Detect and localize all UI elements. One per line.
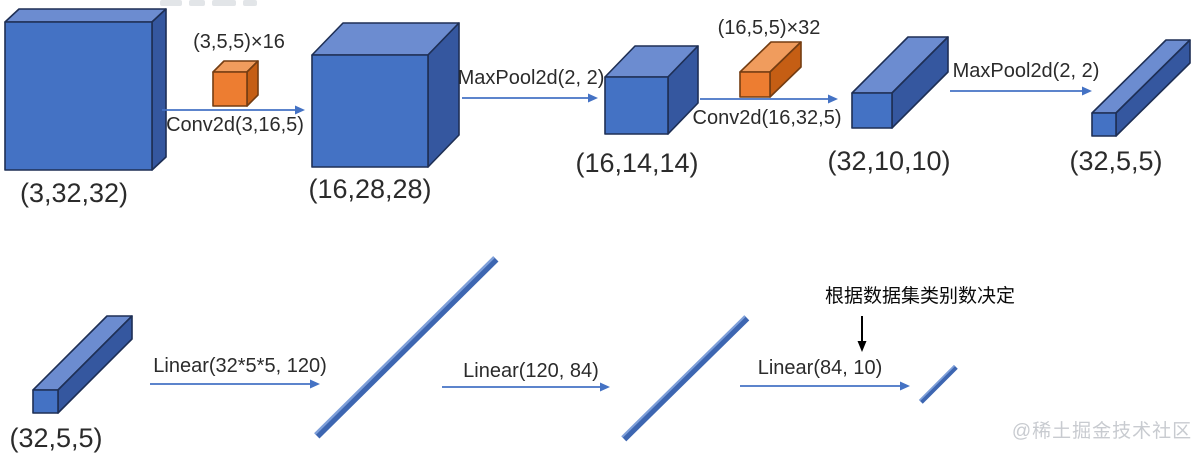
feat1-shape-label: (16,28,28) [308,174,432,204]
fc2-vector-84 [621,315,750,442]
conv1-kernel-label: (3,5,5)×16 [193,31,285,53]
conv1-op-label: Conv2d(3,16,5) [166,114,304,136]
conv2-kernel-label: (16,5,5)×32 [717,17,821,39]
pool2-arrow [950,86,1092,96]
feat4-shape-label: (32,5,5) [1069,146,1163,176]
fc3-arrow [740,381,910,391]
pool2-op-label: MaxPool2d(2, 2) [952,60,1100,82]
conv1-arrow [162,105,305,115]
fc1-arrow [150,379,320,389]
fc2-arrow [442,382,610,392]
pool1-op-label: MaxPool2d(2, 2) [457,67,605,89]
conv2-kernel-box [739,41,802,98]
flat-input-tensor-box [32,315,133,414]
input-tensor-box [4,8,167,171]
conv2-arrow [700,94,838,104]
feat3-shape-label: (32,10,10) [827,146,951,176]
fc3-vector-10 [918,364,958,404]
conv2-op-label: Conv2d(16,32,5) [692,107,842,129]
feat2-tensor-box [604,45,699,135]
fc1-op-label: Linear(32*5*5, 120) [153,355,327,377]
cropped-text-artifact [160,0,264,18]
feat4-tensor-box [1091,39,1191,137]
class-count-annotation: 根据数据集类别数决定 [824,286,1016,307]
pool1-arrow [462,93,598,103]
fc2-op-label: Linear(120, 84) [463,360,599,382]
feat3-tensor-box [851,36,949,129]
fc1-vector-120 [314,256,499,439]
feat2-shape-label: (16,14,14) [575,148,699,178]
annotation-arrow [857,316,867,352]
conv1-kernel-box [212,60,259,107]
watermark-text: @稀土掘金技术社区 [1011,421,1193,442]
input-shape-label: (3,32,32) [19,178,129,208]
feat1-tensor-box [311,22,460,168]
fc3-op-label: Linear(84, 10) [757,357,883,379]
flat-input-shape-label: (32,5,5) [9,423,103,453]
